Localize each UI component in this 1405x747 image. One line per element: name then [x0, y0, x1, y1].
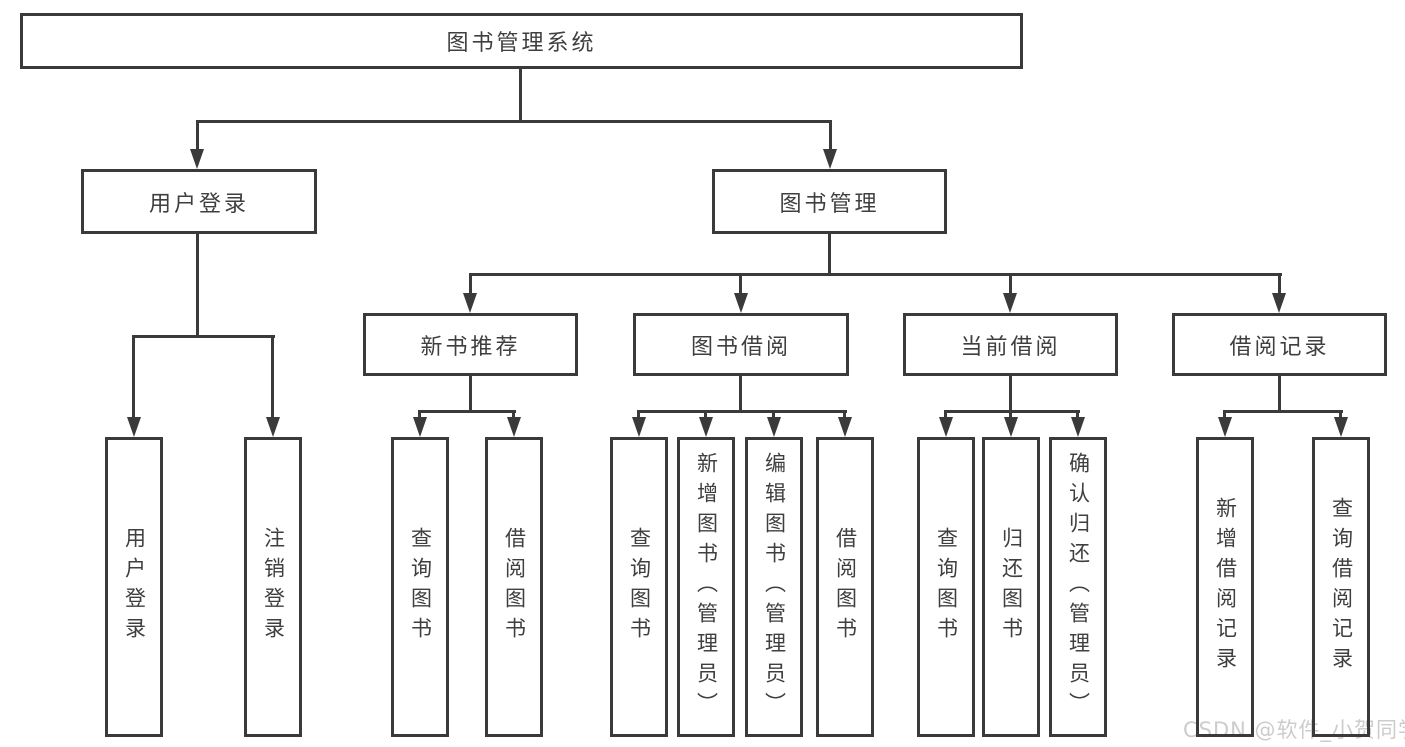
leaf-confirm-return-admin-label: 确认归还（管理员）	[1066, 452, 1091, 722]
edge-records-drop-1	[1223, 410, 1226, 420]
arrowhead-to-confirm-return-icon	[1071, 417, 1085, 437]
leaf-add-books-admin-label: 新增图书（管理员）	[694, 452, 719, 722]
arrowhead-to-return-books-icon	[1004, 417, 1018, 437]
node-user-login-label: 用户登录	[148, 191, 249, 217]
edge-user-hbar	[132, 335, 275, 338]
edge-user-stem	[196, 233, 199, 335]
arrowhead-to-leaf-logout-icon	[266, 417, 280, 437]
leaf-return-books-label: 归还图书	[999, 527, 1024, 647]
leaf-borrow-query-books-label: 查询图书	[627, 527, 652, 647]
edge-root-stem	[519, 69, 522, 120]
edge-newbook-hbar	[418, 410, 516, 413]
edge-records-hbar	[1223, 410, 1343, 413]
node-book-management-label: 图书管理	[779, 191, 880, 217]
leaf-add-borrow-record-label: 新增借阅记录	[1213, 497, 1238, 677]
node-borrow-records: 借阅记录	[1172, 313, 1387, 376]
edge-mgmt-stem	[828, 234, 831, 273]
arrowhead-to-book-borrowing-icon	[734, 293, 748, 313]
node-current-borrowing-label: 当前借阅	[960, 334, 1061, 360]
leaf-add-borrow-record: 新增借阅记录	[1196, 437, 1254, 737]
arrowhead-to-add-record-icon	[1218, 417, 1232, 437]
node-book-borrowing-label: 图书借阅	[690, 334, 791, 360]
edge-current-stem	[1009, 376, 1012, 410]
edge-records-stem	[1278, 376, 1281, 410]
edge-borrow-drop-4	[843, 410, 846, 420]
leaf-current-query-books: 查询图书	[917, 437, 975, 737]
node-book-management-branch: 图书管理	[712, 169, 947, 234]
node-root-library-system: 图书管理系统	[20, 13, 1023, 69]
arrowhead-to-query-record-icon	[1334, 417, 1348, 437]
arrowhead-to-new-book-recommend-icon	[463, 293, 477, 313]
edge-mgmt-hbar	[469, 273, 1282, 276]
leaf-newbook-query-books-label: 查询图书	[408, 527, 433, 647]
leaf-borrow-borrow-books: 借阅图书	[816, 437, 874, 737]
leaf-logout-label: 注销登录	[261, 527, 286, 647]
edge-user-drop-1	[132, 335, 135, 419]
leaf-user-login-label: 用户登录	[122, 527, 147, 647]
leaf-add-books-admin: 新增图书（管理员）	[677, 437, 735, 737]
arrowhead-to-user-login-icon	[190, 149, 204, 169]
leaf-newbook-borrow-books-label: 借阅图书	[502, 527, 527, 647]
edge-borrow-drop-2	[704, 410, 707, 420]
edge-mgmt-drop-4	[1278, 273, 1281, 295]
leaf-return-books: 归还图书	[982, 437, 1040, 737]
arrowhead-to-newbook-borrow-icon	[507, 417, 521, 437]
edge-newbook-drop-1	[418, 410, 421, 420]
edge-borrow-drop-1	[637, 410, 640, 420]
leaf-query-borrow-record-label: 查询借阅记录	[1329, 497, 1354, 677]
leaf-newbook-borrow-books: 借阅图书	[485, 437, 543, 737]
edge-mgmt-drop-1	[469, 273, 472, 295]
arrowhead-to-current-query-icon	[939, 417, 953, 437]
node-new-book-recommend-label: 新书推荐	[420, 334, 521, 360]
arrowhead-to-leaf-user-login-icon	[127, 417, 141, 437]
arrowhead-to-borrow-books-icon	[838, 417, 852, 437]
edge-root-drop-left	[196, 120, 199, 152]
node-current-borrowing: 当前借阅	[903, 313, 1118, 376]
node-new-book-recommend: 新书推荐	[363, 313, 578, 376]
leaf-logout: 注销登录	[244, 437, 302, 737]
leaf-confirm-return-admin: 确认归还（管理员）	[1049, 437, 1107, 737]
leaf-borrow-query-books: 查询图书	[610, 437, 668, 737]
leaf-edit-books-admin: 编辑图书（管理员）	[745, 437, 803, 737]
arrowhead-to-borrow-records-icon	[1272, 293, 1286, 313]
leaf-borrow-borrow-books-label: 借阅图书	[833, 527, 858, 647]
node-root-label: 图书管理系统	[446, 31, 597, 56]
node-book-borrowing: 图书借阅	[633, 313, 849, 376]
edge-newbook-stem	[469, 376, 472, 410]
leaf-edit-books-admin-label: 编辑图书（管理员）	[762, 452, 787, 722]
edge-newbook-drop-2	[512, 410, 515, 420]
edge-records-drop-2	[1339, 410, 1342, 420]
arrowhead-to-current-borrowing-icon	[1003, 293, 1017, 313]
edge-current-drop-2	[1009, 410, 1012, 420]
leaf-user-login: 用户登录	[105, 437, 163, 737]
node-user-login-branch: 用户登录	[81, 169, 317, 234]
arrowhead-to-add-books-icon	[699, 417, 713, 437]
edge-user-drop-2	[271, 335, 274, 419]
edge-current-drop-3	[1076, 410, 1079, 420]
leaf-query-borrow-record: 查询借阅记录	[1312, 437, 1370, 737]
node-borrow-records-label: 借阅记录	[1229, 334, 1330, 360]
edge-current-hbar	[944, 410, 1080, 413]
edge-root-drop-right	[829, 120, 832, 152]
leaf-newbook-query-books: 查询图书	[391, 437, 449, 737]
arrowhead-to-edit-books-icon	[767, 417, 781, 437]
edge-current-drop-1	[944, 410, 947, 420]
edge-root-hbar	[196, 120, 832, 123]
edge-borrow-drop-3	[772, 410, 775, 420]
arrowhead-to-borrow-query-icon	[632, 417, 646, 437]
edge-borrow-stem	[739, 376, 742, 410]
leaf-current-query-books-label: 查询图书	[934, 527, 959, 647]
edge-mgmt-drop-3	[1009, 273, 1012, 295]
edge-mgmt-drop-2	[739, 273, 742, 295]
arrowhead-to-newbook-query-icon	[413, 417, 427, 437]
edge-borrow-hbar	[637, 410, 847, 413]
arrowhead-to-book-management-icon	[823, 149, 837, 169]
